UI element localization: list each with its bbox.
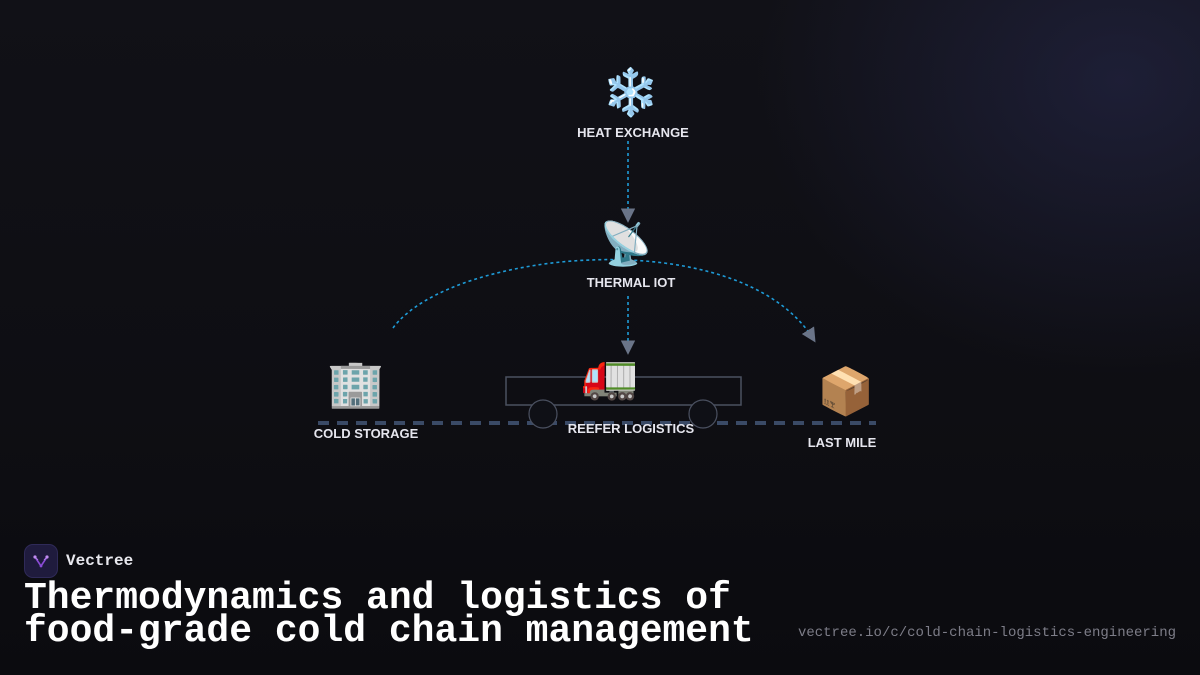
node-last-mile: 📦 LAST MILE: [808, 364, 877, 450]
package-icon: 📦: [817, 364, 874, 418]
office-building-icon: 🏢: [327, 356, 384, 410]
snowflake-icon: ❄️: [602, 65, 659, 119]
v-network-logo-icon: [24, 544, 58, 578]
page-title-line-2: food-grade cold chain management: [24, 610, 754, 653]
node-cold-storage: 🏢 COLD STORAGE: [314, 356, 419, 441]
satellite-antenna-icon: 📡: [600, 217, 652, 268]
truck-trailer-outline: [505, 376, 742, 429]
edge-cold-storage-to-last-mile-arc: [392, 258, 816, 343]
articulated-lorry-icon: 🚛: [581, 348, 638, 402]
node-reefer-logistics: 🚛 REEFER LOGISTICS: [568, 348, 695, 436]
page-title: Thermodynamics and logistics of food-gra…: [24, 577, 764, 653]
node-label-cold-storage: COLD STORAGE: [314, 426, 419, 441]
node-label-reefer-logistics: REEFER LOGISTICS: [568, 421, 695, 436]
node-label-heat-exchange: HEAT EXCHANGE: [577, 125, 689, 140]
trailer-wheel-right: [688, 399, 718, 429]
node-label-last-mile: LAST MILE: [808, 435, 877, 450]
node-heat-exchange: ❄️ HEAT EXCHANGE: [577, 65, 689, 140]
brand-name: Vectree: [66, 552, 134, 570]
node-thermal-iot: 📡 THERMAL IOT: [587, 217, 676, 290]
node-label-thermal-iot: THERMAL IOT: [587, 275, 676, 290]
source-url: vectree.io/c/cold-chain-logistics-engine…: [797, 625, 1176, 641]
page-title-line-1: Thermodynamics and logistics of: [24, 577, 731, 620]
trailer-wheel-left: [528, 399, 558, 429]
brand: Vectree: [24, 544, 133, 578]
